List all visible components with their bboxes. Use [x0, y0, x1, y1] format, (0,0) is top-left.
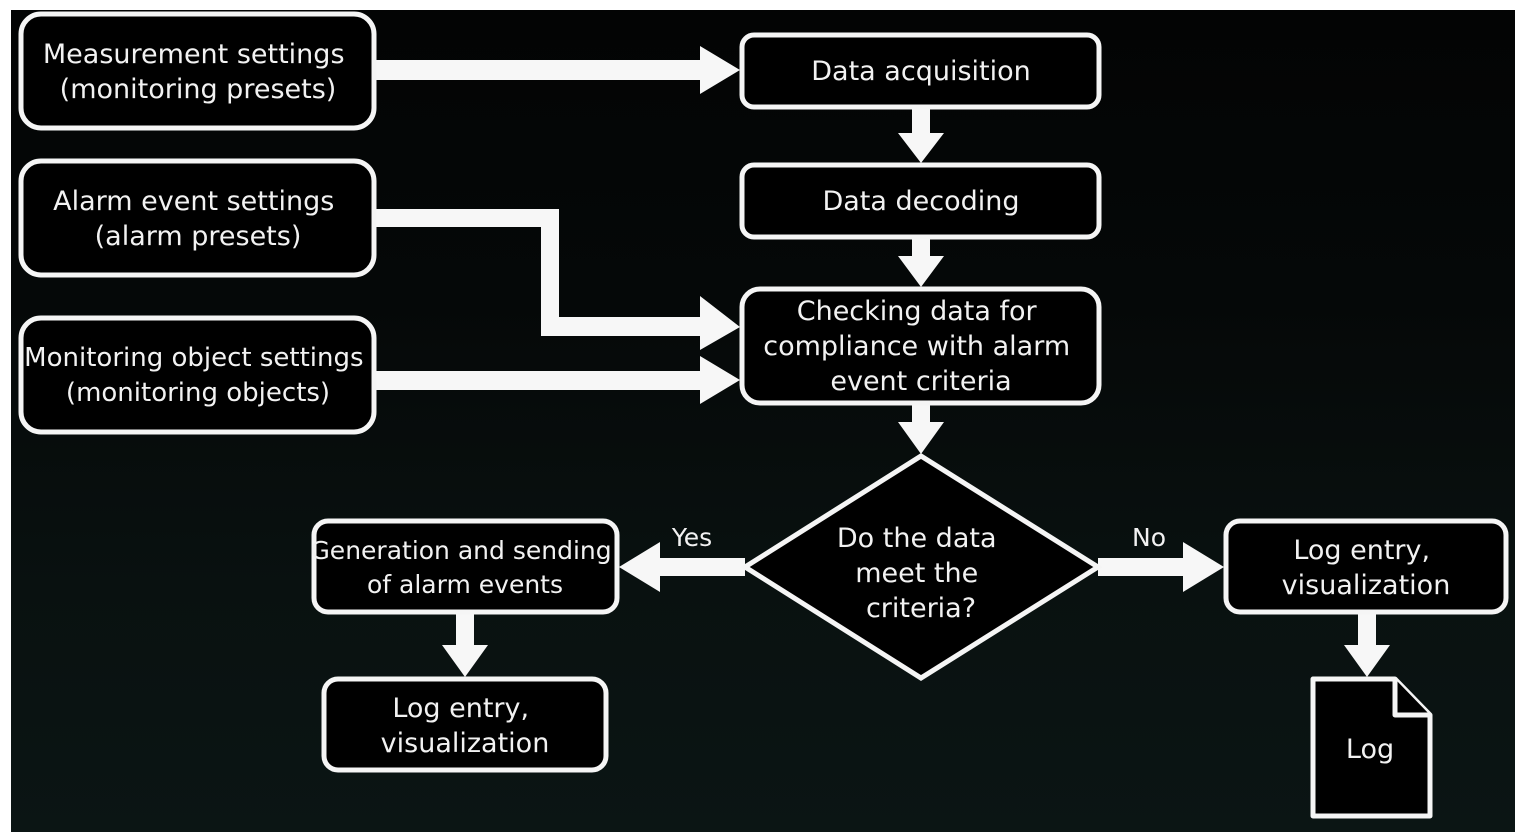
- arrow-generation-to-log-entry: [442, 613, 488, 677]
- no-branch-label: No: [1132, 523, 1166, 552]
- arrow-measurement-to-acquisition: [374, 46, 740, 94]
- log-entry-yes-label: Log entry, visualization: [381, 693, 550, 759]
- alarm-event-settings-label: Alarm event settings (alarm presets): [53, 186, 343, 252]
- measurement-settings-label: Measurement settings (monitoring presets…: [43, 39, 353, 105]
- arrow-decision-yes: [619, 542, 745, 592]
- node-data-decoding: [739, 162, 1102, 240]
- data-decoding-label: Data decoding: [822, 186, 1019, 217]
- node-decision: [740, 453, 1103, 681]
- node-log-entry-no: [1223, 518, 1509, 615]
- arrow-decoding-to-checking: [898, 238, 944, 287]
- node-measurement-settings: [18, 11, 377, 131]
- log-document-label: Log: [1346, 734, 1394, 765]
- diagram-canvas: Measurement settings (monitoring presets…: [11, 10, 1515, 832]
- arrow-alarm-to-checking: [374, 209, 740, 350]
- monitoring-object-settings-label: Monitoring object settings (monitoring o…: [24, 343, 372, 408]
- arrow-checking-to-decision: [898, 404, 944, 454]
- node-data-acquisition: [739, 32, 1102, 110]
- generation-alarm-events-label: Generation and sending of alarm events: [310, 536, 619, 599]
- node-alarm-event-settings: [18, 158, 377, 278]
- arrow-log-entry-to-log-document: [1344, 613, 1390, 677]
- log-document-fold: [1392, 679, 1430, 718]
- data-acquisition-label: Data acquisition: [811, 56, 1030, 87]
- arrow-decision-no: [1098, 542, 1224, 592]
- node-generation-alarm-events: [311, 518, 620, 615]
- checking-data-label: Checking data for compliance with alarm …: [763, 296, 1078, 397]
- arrow-monitoring-to-checking: [374, 356, 740, 404]
- decision-label: Do the data meet the criteria?: [837, 523, 1005, 624]
- yes-branch-label: Yes: [671, 523, 712, 552]
- node-checking-data: [739, 286, 1102, 406]
- node-monitoring-object-settings: [18, 315, 377, 435]
- log-entry-no-label: Log entry, visualization: [1282, 535, 1451, 601]
- arrow-acquisition-to-decoding: [898, 108, 944, 163]
- node-log-entry-yes: [321, 676, 609, 773]
